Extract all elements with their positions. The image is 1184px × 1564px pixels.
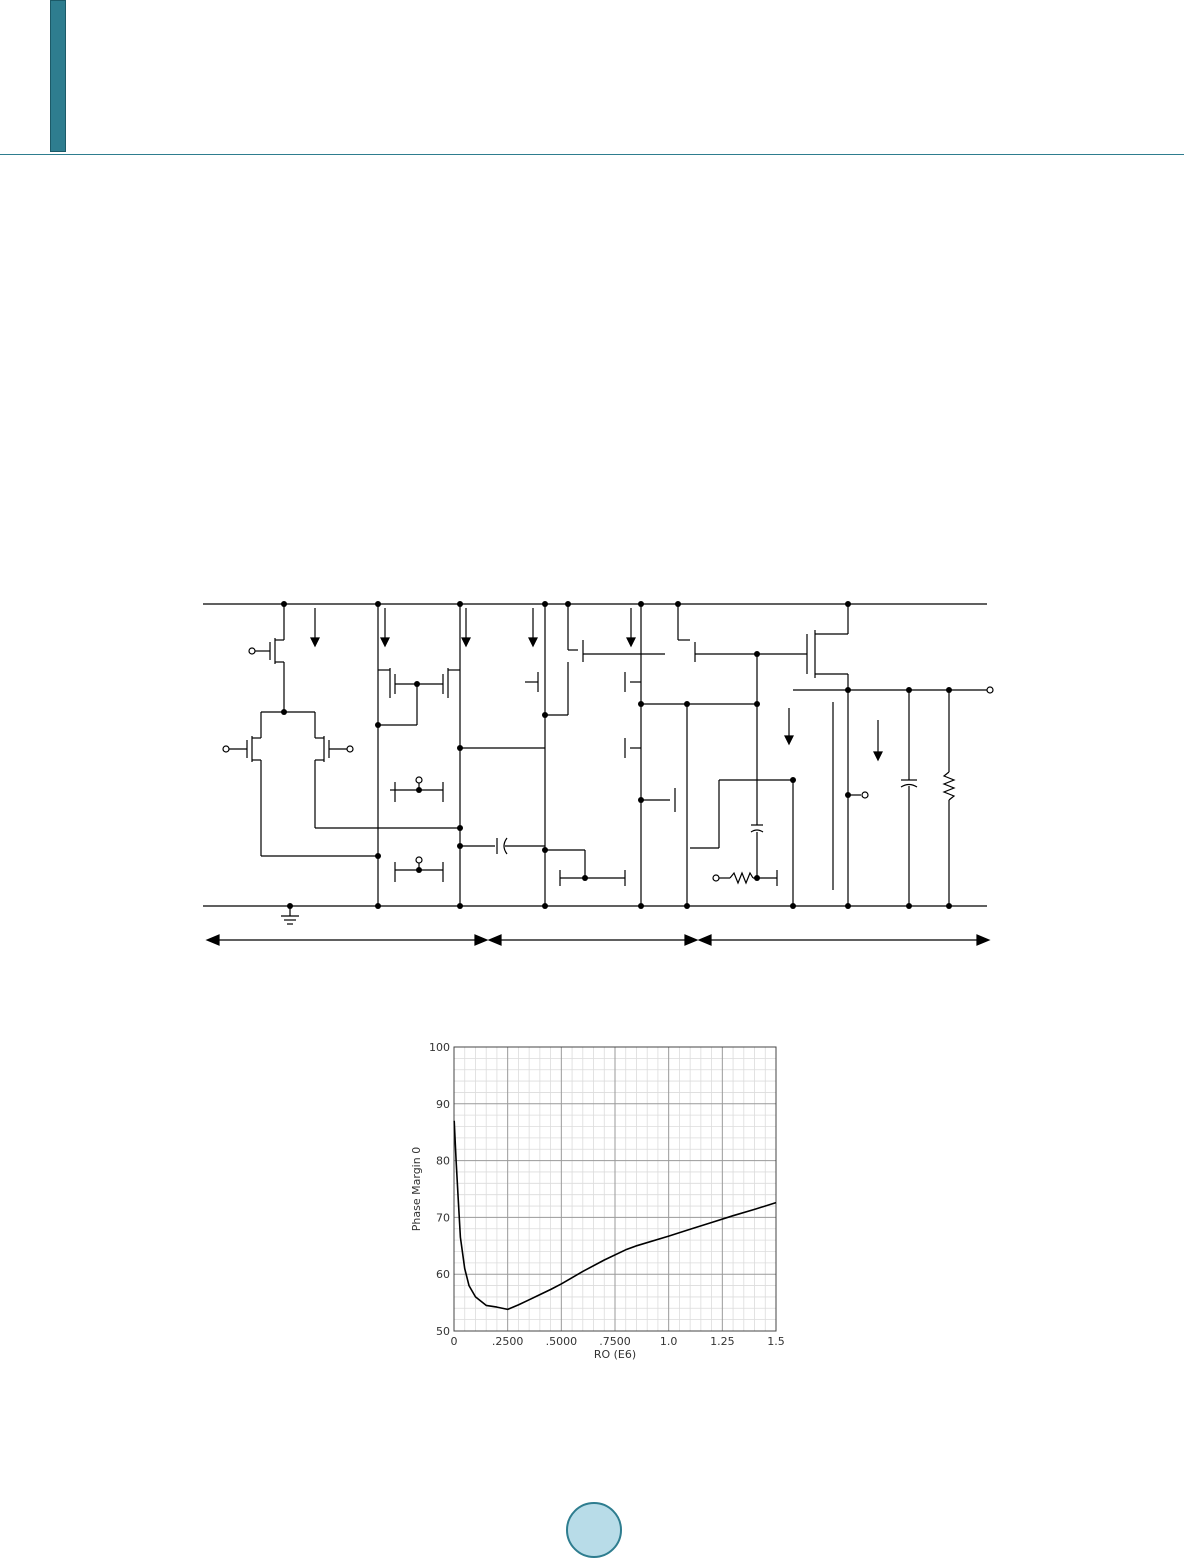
x-axis-label: RO (E6) — [594, 1348, 636, 1361]
x-tick-label: .7500 — [599, 1335, 631, 1348]
major-grid — [453, 1046, 777, 1332]
series-line — [453, 1120, 777, 1311]
y-tick-label: 50 — [436, 1325, 450, 1338]
y-tick-label: 100 — [429, 1041, 450, 1054]
y-tick-labels: 50 60 70 80 90 100 — [429, 1041, 450, 1338]
x-tick-labels: 0 .2500 .5000 .7500 1.0 1.25 1.5 — [451, 1335, 785, 1348]
header-rule — [0, 154, 1184, 155]
x-tick-label: 0 — [451, 1335, 458, 1348]
series-group — [453, 1120, 777, 1311]
plot-frame — [453, 1046, 777, 1332]
y-axis-label: Phase Margin 0 — [410, 1147, 423, 1231]
header-accent-bar — [50, 0, 66, 152]
y-tick-label: 80 — [436, 1155, 450, 1168]
circuit-schematic — [203, 601, 994, 946]
phase-margin-chart: 0 .2500 .5000 .7500 1.0 1.25 1.5 50 60 70 80 90 100… — [410, 1041, 785, 1361]
x-tick-label: 1.25 — [710, 1335, 735, 1348]
x-tick-label: .2500 — [492, 1335, 524, 1348]
page-number-badge — [566, 1502, 622, 1558]
x-tick-label: .5000 — [546, 1335, 578, 1348]
y-tick-label: 70 — [436, 1211, 450, 1224]
x-tick-label: 1.5 — [767, 1335, 785, 1348]
y-tick-label: 60 — [436, 1268, 450, 1281]
y-tick-label: 90 — [436, 1098, 450, 1111]
x-tick-label: 1.0 — [660, 1335, 678, 1348]
